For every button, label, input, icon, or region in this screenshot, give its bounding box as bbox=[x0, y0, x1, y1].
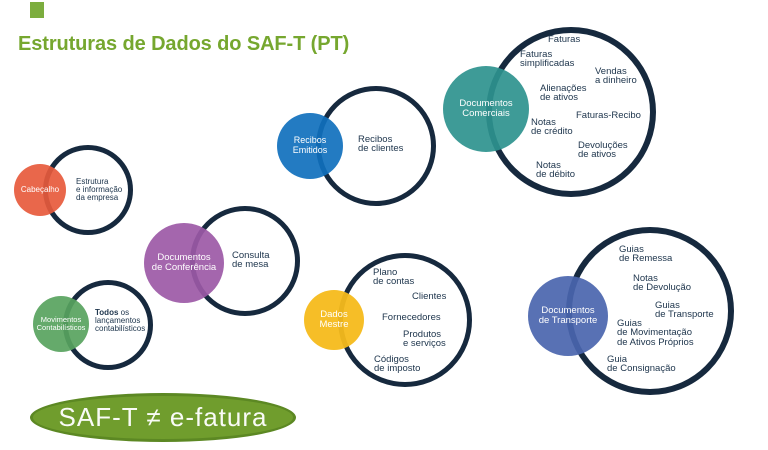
saft-efatura-badge: SAF-T ≠ e-fatura bbox=[30, 393, 296, 442]
item-text: Estrutura e informação da empresa bbox=[76, 177, 123, 203]
item-text: Códigos de imposto bbox=[374, 354, 421, 375]
category-circle-transporte: Documentos de Transporte bbox=[528, 276, 608, 356]
item-text: Recibos de clientes bbox=[358, 134, 404, 155]
item-text: Consulta de mesa bbox=[232, 250, 270, 271]
category-label-movimentos: Movimentos Contabilísticos bbox=[36, 314, 86, 332]
category-label-comerciais: Documentos Comerciais bbox=[459, 97, 513, 119]
item-text: Faturas-Recibo bbox=[576, 110, 641, 121]
category-circle-movimentos: Movimentos Contabilísticos bbox=[33, 296, 89, 352]
item-text: Faturas simplificadas bbox=[520, 49, 575, 70]
category-circle-recibos: Recibos Emitidos bbox=[277, 113, 343, 179]
item-text: Produtos e serviços bbox=[403, 329, 446, 350]
item-text: Clientes bbox=[412, 291, 447, 302]
item-text-bold: Todos bbox=[95, 308, 119, 317]
item-text: Fornecedores bbox=[382, 312, 441, 323]
item-text: Notas de Devolução bbox=[633, 273, 692, 294]
item-text: Guias de Movimentação de Ativos Próprios bbox=[617, 318, 694, 348]
item-text: Faturas bbox=[548, 34, 581, 45]
category-label-cabecalho: Cabeçalho bbox=[20, 184, 60, 194]
item-text: Guia de Consignação bbox=[607, 354, 676, 375]
saft-efatura-text: SAF-T ≠ e-fatura bbox=[58, 402, 268, 432]
item-text: Todos os lançamentos contabilísticos bbox=[95, 308, 146, 334]
category-label-conferencia: Documentos de Conferência bbox=[151, 251, 217, 273]
item-text: Notas de crédito bbox=[531, 117, 573, 138]
category-label-recibos: Recibos Emitidos bbox=[292, 135, 328, 155]
item-text-rest: os lançamentos contabilísticos bbox=[95, 308, 146, 334]
category-circle-conferencia: Documentos de Conferência bbox=[144, 223, 224, 303]
page-title: Estruturas de Dados do SAF-T (PT) bbox=[18, 33, 350, 55]
category-label-transporte: Documentos de Transporte bbox=[538, 304, 598, 326]
category-label-dados-mestre: Dados Mestre bbox=[319, 308, 349, 330]
item-text: Devoluções de ativos bbox=[578, 140, 628, 161]
item-text: Guias de Transporte bbox=[655, 300, 714, 321]
item-text: Guias de Remessa bbox=[619, 244, 673, 265]
accent-bar bbox=[30, 2, 44, 18]
category-circle-comerciais: Documentos Comerciais bbox=[443, 66, 529, 152]
category-circle-dados-mestre: Dados Mestre bbox=[304, 290, 364, 350]
item-text: Vendas a dinheiro bbox=[595, 66, 637, 87]
category-circle-cabecalho: Cabeçalho bbox=[14, 164, 66, 216]
item-text: Plano de contas bbox=[373, 267, 415, 288]
item-text: Notas de débito bbox=[536, 160, 576, 181]
item-text: Alienações de ativos bbox=[540, 83, 587, 104]
